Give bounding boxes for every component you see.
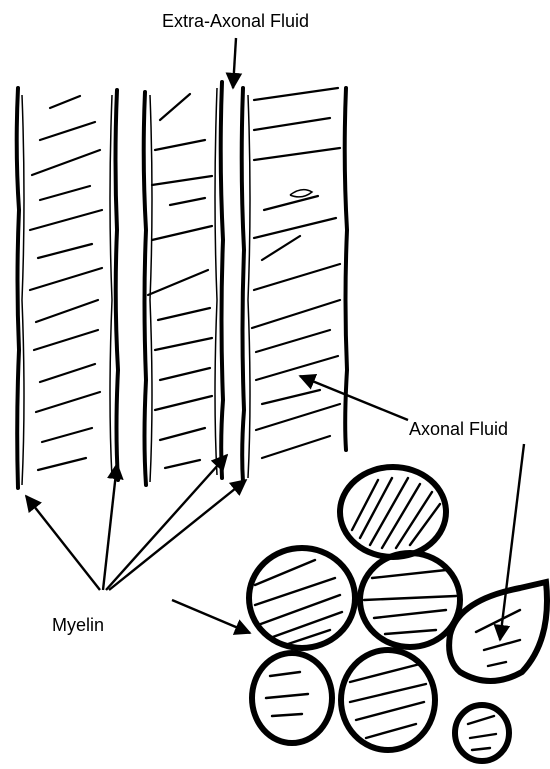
- myelin-wall-4: [221, 82, 223, 478]
- extra-axonal-fluid-arrow: [233, 38, 236, 88]
- axon-cross-section: [340, 467, 446, 557]
- axonal-fluid-label: Axonal Fluid: [409, 419, 508, 440]
- extra-axonal-fluid-label: Extra-Axonal Fluid: [162, 11, 309, 32]
- leader-arrows: [26, 38, 524, 640]
- myelin-arrow-2: [103, 464, 117, 590]
- myelin-label: Myelin: [52, 615, 104, 636]
- myelin-wall-2: [116, 90, 119, 480]
- myelin-arrow-3: [106, 455, 227, 590]
- myelin-wall-thin-strokes: [22, 88, 250, 485]
- myelin-arrow-1: [26, 496, 100, 590]
- myelin-sheath-walls: [17, 82, 347, 488]
- axon-cross-section: [455, 705, 509, 761]
- axonal-fluid-arrow-upper: [300, 376, 408, 420]
- axon-cross-section: [360, 553, 460, 647]
- myelin-wall-5: [242, 88, 244, 482]
- myelin-arrow-5: [172, 600, 250, 633]
- fluid-loop-mark: [290, 190, 312, 197]
- axonal-fluid-hatching: [30, 88, 340, 470]
- myelin-arrow-4: [109, 480, 246, 590]
- axon-cross-section: [341, 650, 435, 750]
- myelin-wall-1: [17, 88, 19, 488]
- axon-cross-section: [252, 653, 332, 743]
- axon-cross-section: [249, 548, 355, 648]
- myelin-wall-3: [144, 92, 146, 485]
- axon-cross-section: [449, 582, 547, 681]
